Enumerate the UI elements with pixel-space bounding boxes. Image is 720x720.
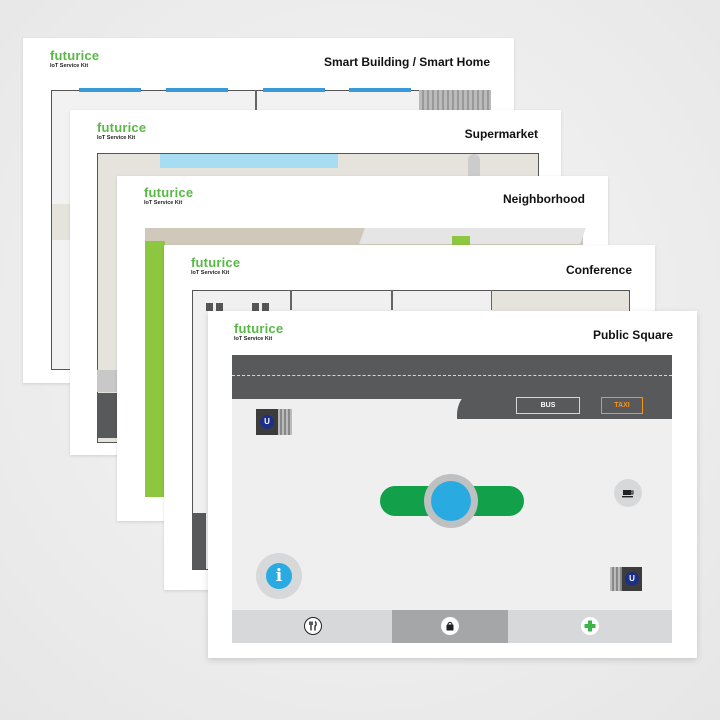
window-strip: [349, 88, 411, 92]
brand-kit-label: IoT Service Kit: [234, 336, 273, 342]
first-aid-icon: [584, 620, 596, 632]
taxi-label: TAXI: [614, 402, 630, 409]
window-strip: [263, 88, 325, 92]
stairs: [419, 90, 491, 110]
subway-stairs: [278, 409, 292, 435]
info-icon: i: [266, 563, 292, 589]
freezer-section: [160, 154, 338, 168]
subway-stairs: [610, 567, 622, 591]
brand-logo: futurice: [191, 255, 241, 270]
bottom-service-strip: [232, 610, 672, 643]
card-title: Conference: [565, 263, 632, 277]
wall: [391, 290, 393, 310]
pharmacy-icon-circle: [581, 617, 599, 635]
road: [232, 355, 672, 399]
pharmacy-zone: [508, 610, 672, 643]
brand-logo: futurice: [97, 120, 147, 135]
coffee-cup-icon: [622, 490, 634, 498]
subway-entrance: U: [256, 409, 292, 435]
subway-entrance: U: [610, 567, 642, 591]
brand-logo: futurice: [234, 321, 284, 336]
wall: [290, 290, 292, 310]
chair-icon: [206, 303, 224, 311]
square-plaza: BUS TAXI U: [232, 355, 672, 643]
transit-stop-bay: [469, 399, 672, 419]
park-strip: [145, 241, 165, 497]
road-lane-marking: [232, 375, 672, 376]
room-beige: [492, 291, 629, 311]
brand-kit-label: IoT Service Kit: [50, 63, 89, 69]
wall: [491, 290, 493, 310]
subway-u-icon: U: [260, 415, 274, 429]
bus-stop-sign: BUS: [516, 397, 580, 414]
brand-logo: futurice: [50, 48, 100, 63]
chair-icon: [252, 303, 270, 311]
info-label: i: [275, 566, 283, 586]
restaurant-icon-circle: [304, 617, 322, 635]
brand-kit-label: IoT Service Kit: [97, 135, 136, 141]
subway-u-label: U: [264, 417, 270, 426]
bus-label: BUS: [540, 402, 556, 409]
card-title: Supermarket: [464, 127, 538, 141]
shopping-zone: [392, 610, 508, 643]
window-strip: [79, 88, 141, 92]
cafe-icon: [614, 479, 642, 507]
wall: [255, 90, 257, 110]
brand-logo: futurice: [144, 185, 194, 200]
brand-kit-label: IoT Service Kit: [144, 200, 183, 206]
info-point: i: [256, 553, 302, 599]
shopping-icon-circle: [441, 617, 459, 635]
card-title: Public Square: [592, 328, 673, 342]
brand-kit-label: IoT Service Kit: [191, 270, 230, 276]
window-strip: [166, 88, 228, 92]
fountain-water: [431, 481, 471, 521]
taxi-stop-sign: TAXI: [601, 397, 643, 414]
shopping-bag-icon: [446, 621, 454, 631]
subway-u-icon: U: [625, 572, 639, 586]
card-public-square: futurice IoT Service Kit Public Square B…: [208, 311, 697, 658]
map-road-light: [359, 228, 586, 244]
subway-u-label: U: [629, 574, 635, 583]
fork-knife-icon: [309, 620, 317, 631]
floor-dark: [192, 513, 206, 569]
restaurant-zone: [232, 610, 392, 643]
card-title: Smart Building / Smart Home: [323, 55, 490, 69]
card-title: Neighborhood: [503, 192, 585, 206]
